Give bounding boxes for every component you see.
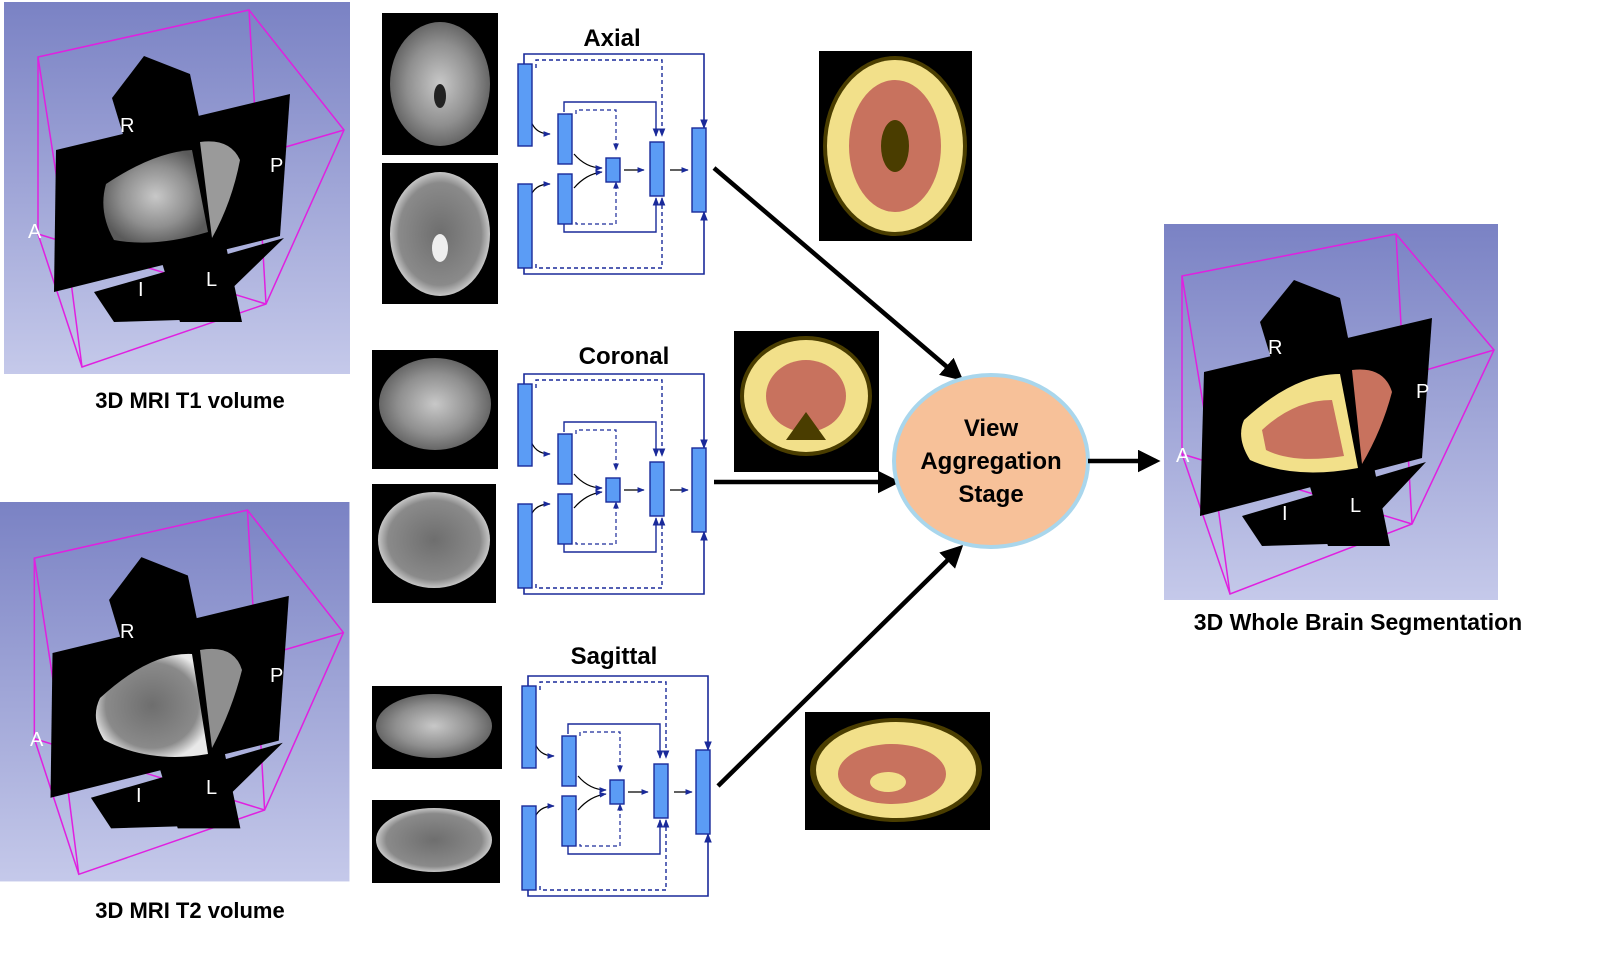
- view-title-axial: Axial: [583, 25, 640, 52]
- coronal-cnn: [518, 374, 706, 594]
- orientation-l: L: [206, 777, 217, 799]
- sagittal-segmentation: [805, 712, 990, 830]
- axial-segmentation: [819, 51, 972, 241]
- t2-volume-render: R P A I L: [0, 501, 351, 883]
- view-title-coronal: Coronal: [579, 343, 670, 370]
- orientation-p: P: [1416, 381, 1429, 403]
- brain-slice-icon: [95, 653, 208, 757]
- orientation-r: R: [120, 621, 134, 643]
- aggregation-line-3: Stage: [958, 481, 1023, 508]
- aggregation-line-1: View: [964, 415, 1019, 442]
- orientation-p: P: [270, 155, 283, 177]
- output-caption: 3D Whole Brain Segmentation: [1194, 609, 1522, 635]
- orientation-a: A: [1176, 445, 1190, 467]
- t1-volume-render: R P A I L: [3, 1, 351, 375]
- orientation-r: R: [120, 115, 134, 137]
- brain-slice-icon: [103, 150, 208, 243]
- orientation-p: P: [270, 665, 283, 687]
- axial-input-slices: [382, 13, 498, 304]
- orientation-a: A: [28, 221, 42, 243]
- coronal-segmentation: [734, 331, 879, 472]
- orientation-l: L: [206, 269, 217, 291]
- view-title-sagittal: Sagittal: [571, 643, 658, 670]
- arrow-icon: [712, 166, 964, 381]
- coronal-input-slices: [372, 350, 498, 603]
- output-volume-render: R P A I L: [1164, 224, 1498, 600]
- orientation-r: R: [1268, 337, 1282, 359]
- brain-slice-icon: [376, 694, 492, 758]
- orientation-i: I: [1282, 503, 1288, 525]
- view-aggregation-node: View Aggregation Stage: [892, 373, 1090, 549]
- t2-volume-caption: 3D MRI T2 volume: [95, 898, 284, 923]
- orientation-i: I: [136, 785, 142, 807]
- orientation-a: A: [30, 729, 44, 751]
- arrow-icon: [716, 544, 964, 788]
- orientation-l: L: [1350, 495, 1361, 517]
- brain-slice-icon: [376, 808, 492, 872]
- sagittal-cnn: [522, 676, 710, 896]
- sagittal-input-slices: [372, 686, 502, 883]
- orientation-i: I: [138, 279, 144, 301]
- aggregation-line-2: Aggregation: [920, 448, 1061, 475]
- brain-slice-icon: [379, 358, 491, 450]
- brain-slice-icon: [378, 492, 490, 588]
- t1-volume-caption: 3D MRI T1 volume: [95, 388, 284, 413]
- axial-cnn: [518, 54, 706, 274]
